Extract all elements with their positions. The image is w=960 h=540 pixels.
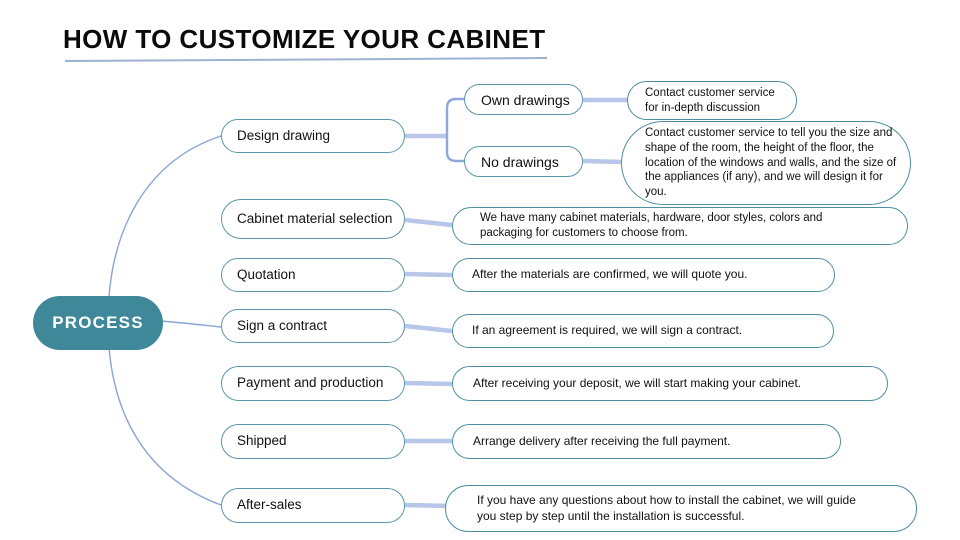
node-after-sales: After-sales xyxy=(221,488,405,523)
note-sign-a-contract: If an agreement is required, we will sig… xyxy=(452,314,834,348)
connector-design-branch-elbow xyxy=(445,97,464,163)
node-payment-and-production-label: Payment and production xyxy=(237,375,384,391)
node-cabinet-material-selection: Cabinet material selection xyxy=(221,199,405,239)
note-shipped-text: Arrange delivery after receiving the ful… xyxy=(473,433,731,448)
note-payment-and-production-text: After receiving your deposit, we will st… xyxy=(473,375,802,390)
node-quotation: Quotation xyxy=(221,258,405,292)
note-no-drawings: Contact customer service to tell you the… xyxy=(621,121,911,205)
note-after-sales: If you have any questions about how to i… xyxy=(445,485,917,532)
process-root-label: PROCESS xyxy=(52,313,144,332)
connector-cabinet-material-note xyxy=(404,217,453,228)
node-cabinet-material-selection-label: Cabinet material selection xyxy=(237,210,393,226)
note-cabinet-material-selection: We have many cabinet materials, hardware… xyxy=(452,207,908,245)
note-quotation: After the materials are confirmed, we wi… xyxy=(452,258,835,292)
node-no-drawings-label: No drawings xyxy=(481,153,559,170)
page-title: HOW TO CUSTOMIZE YOUR CABINET xyxy=(63,24,546,54)
node-design-drawing: Design drawing xyxy=(221,119,405,153)
note-own-drawings-text: Contact customer service for in-depth di… xyxy=(645,86,775,114)
node-no-drawings: No drawings xyxy=(464,146,583,177)
node-after-sales-label: After-sales xyxy=(237,497,302,513)
note-cabinet-material-selection-text: We have many cabinet materials, hardware… xyxy=(480,212,823,239)
connector-no-drawings-note xyxy=(582,158,625,165)
node-own-drawings-label: Own drawings xyxy=(481,91,570,108)
note-payment-and-production: After receiving your deposit, we will st… xyxy=(452,366,888,401)
note-sign-a-contract-text: If an agreement is required, we will sig… xyxy=(472,323,743,338)
node-quotation-label: Quotation xyxy=(237,266,296,282)
note-quotation-text: After the materials are confirmed, we wi… xyxy=(472,267,748,282)
node-sign-a-contract-label: Sign a contract xyxy=(237,317,328,333)
connector-after-sales-note xyxy=(404,502,453,509)
node-shipped-label: Shipped xyxy=(237,433,287,449)
note-shipped: Arrange delivery after receiving the ful… xyxy=(452,424,841,459)
connector-payment-note xyxy=(404,380,453,387)
node-sign-a-contract: Sign a contract xyxy=(221,309,405,343)
node-own-drawings: Own drawings xyxy=(464,84,583,115)
connector-quotation-note xyxy=(404,271,453,278)
note-no-drawings-text: Contact customer service to tell you the… xyxy=(645,127,897,199)
note-after-sales-text: If you have any questions about how to i… xyxy=(477,493,856,523)
connector-sign-a-contract-note xyxy=(404,323,453,334)
connector-root-sign-a-contract xyxy=(160,320,222,328)
note-own-drawings: Contact customer service for in-depth di… xyxy=(627,81,797,120)
node-design-drawing-label: Design drawing xyxy=(237,127,331,143)
node-payment-and-production: Payment and production xyxy=(221,366,405,401)
process-root-node: PROCESS xyxy=(33,296,163,350)
node-shipped: Shipped xyxy=(221,424,405,459)
